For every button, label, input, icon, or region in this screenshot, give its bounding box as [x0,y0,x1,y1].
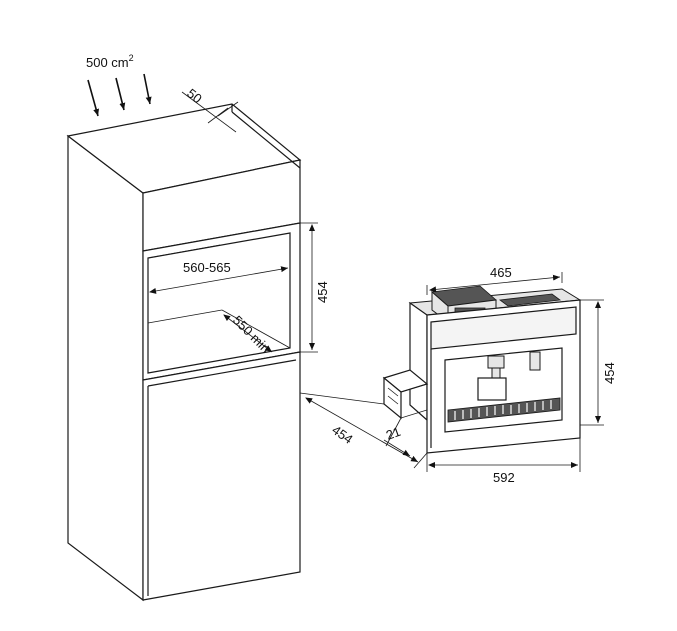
machine-width-label: 592 [493,470,515,485]
vent-arrow-1 [87,79,100,117]
vent-arrow-2 [115,77,126,111]
niche-width-label: 560-565 [183,260,231,275]
control-strip [430,306,577,350]
machine-total-depth-label: 454 [329,422,355,447]
machine-height-label: 454 [602,362,617,384]
machine-width-dimension: 592 [426,438,581,485]
top-panel-detail [498,293,562,307]
milk-nozzle [529,351,541,371]
machine-front-offset-label: 21 [384,424,403,443]
niche-width-dimension: 560-565 [149,260,289,294]
niche-height-dimension: 454 [300,222,330,353]
cabinet-lower-door [142,351,301,601]
cabinet-side-panel [67,134,144,602]
machine-front-offset-dimension: 21 [383,417,411,457]
machine-body-side [409,301,428,422]
machine-body-depth-dimension: 465 [426,265,563,295]
machine-total-depth-dimension: 454 [299,392,428,469]
niche-height-label: 454 [315,281,330,303]
coffee-spout [491,367,501,379]
vent-arrow-3 [143,73,152,105]
grille-slots [454,400,552,420]
machine-height-dimension: 454 [580,299,617,426]
machine-body-depth-label: 465 [490,265,512,280]
ventilation-area-label: 500 cm2 [86,53,134,70]
coffee-machine [382,285,582,454]
drip-tray-grille [447,397,561,423]
spout-unit [487,355,505,369]
cup [477,377,507,401]
top-clearance-label: 50 [184,86,205,107]
ventilation-arrows: 500 cm2 [86,53,152,117]
